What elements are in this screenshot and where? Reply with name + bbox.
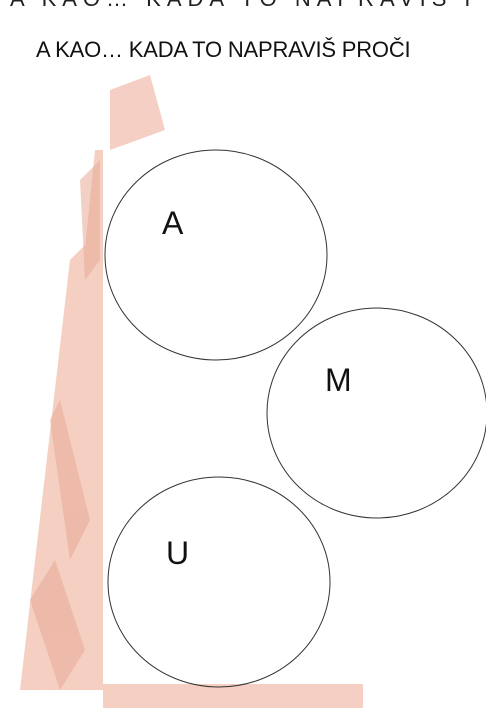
circle-a-letter: A: [162, 205, 184, 241]
top-strip-text: A KAO… KADA TO NAPRAVIŠ PROČI: [10, 0, 486, 12]
circle-a: [104, 149, 328, 361]
circle-u: [107, 476, 331, 688]
circle-u-letter: U: [166, 535, 190, 571]
circle-m-letter: M: [325, 362, 352, 398]
heading-text: A KAO… KADA TO NAPRAVIŠ PROČI: [36, 37, 411, 62]
circle-m: [266, 307, 486, 519]
white-panel: [103, 150, 486, 684]
top-strip: A KAO… KADA TO NAPRAVIŠ PROČI: [0, 0, 486, 14]
